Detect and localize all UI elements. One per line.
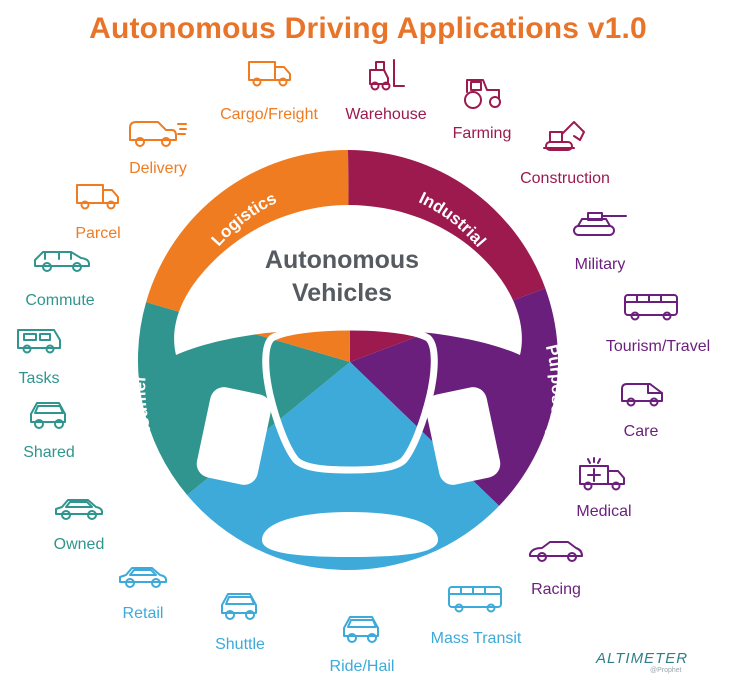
segment-transportation [187, 362, 500, 571]
ambulance-icon [578, 456, 628, 492]
app-label: Ride/Hail [329, 658, 395, 675]
app-label: Parcel [75, 225, 121, 242]
app-label: Delivery [129, 160, 187, 177]
forklift-icon [366, 58, 406, 92]
brand-sub: @Prophet [650, 667, 682, 674]
truck-icon [247, 58, 293, 88]
center-title-line2: Vehicles [292, 279, 392, 307]
center-title-line1: Autonomous [265, 246, 419, 274]
app-label: Mass Transit [430, 630, 522, 647]
rv-icon [16, 326, 62, 356]
app-label: Care [623, 423, 659, 440]
upper-hole [174, 205, 522, 355]
app-label: Warehouse [345, 106, 427, 123]
segment-label-transportation: Transportation [288, 567, 408, 595]
app-label: Cargo/Freight [220, 106, 318, 123]
app-label: Racing [531, 581, 581, 598]
shuttle-icon [218, 589, 262, 623]
app-label: Shared [23, 444, 75, 461]
app-label: Tourism/Travel [605, 338, 711, 355]
small-car-icon [27, 398, 71, 432]
app-label: Shuttle [215, 636, 265, 653]
app-label: Owned [53, 536, 105, 553]
app-label: Tasks [18, 370, 60, 387]
right-hole [425, 387, 501, 485]
taxi-icon [340, 612, 384, 646]
race-car-icon [528, 538, 584, 564]
tank-icon [570, 208, 630, 238]
excavator-icon [540, 118, 590, 154]
delivery-van-icon [128, 116, 188, 150]
transit-bus-icon [447, 584, 505, 614]
app-label: Medical [576, 503, 632, 520]
tractor-icon [459, 74, 505, 110]
app-label: Farming [452, 125, 512, 142]
app-label: Construction [520, 170, 610, 187]
lower-hole [262, 512, 438, 557]
left-hole [196, 387, 272, 485]
brand-logo: ALTIMETER [596, 650, 689, 667]
sedan-icon [54, 496, 104, 522]
parcel-truck-icon [75, 181, 121, 211]
app-label: Retail [122, 605, 164, 622]
hub-outline [262, 323, 438, 474]
wagon-icon [33, 248, 91, 274]
van-icon [620, 381, 666, 409]
app-label: Military [574, 256, 626, 273]
bus-icon [623, 292, 681, 322]
wheel-holes [174, 205, 522, 557]
compact-car-icon [118, 564, 168, 590]
page-title: Autonomous Driving Applications v1.0 [89, 12, 647, 45]
app-label: Commute [25, 292, 95, 309]
